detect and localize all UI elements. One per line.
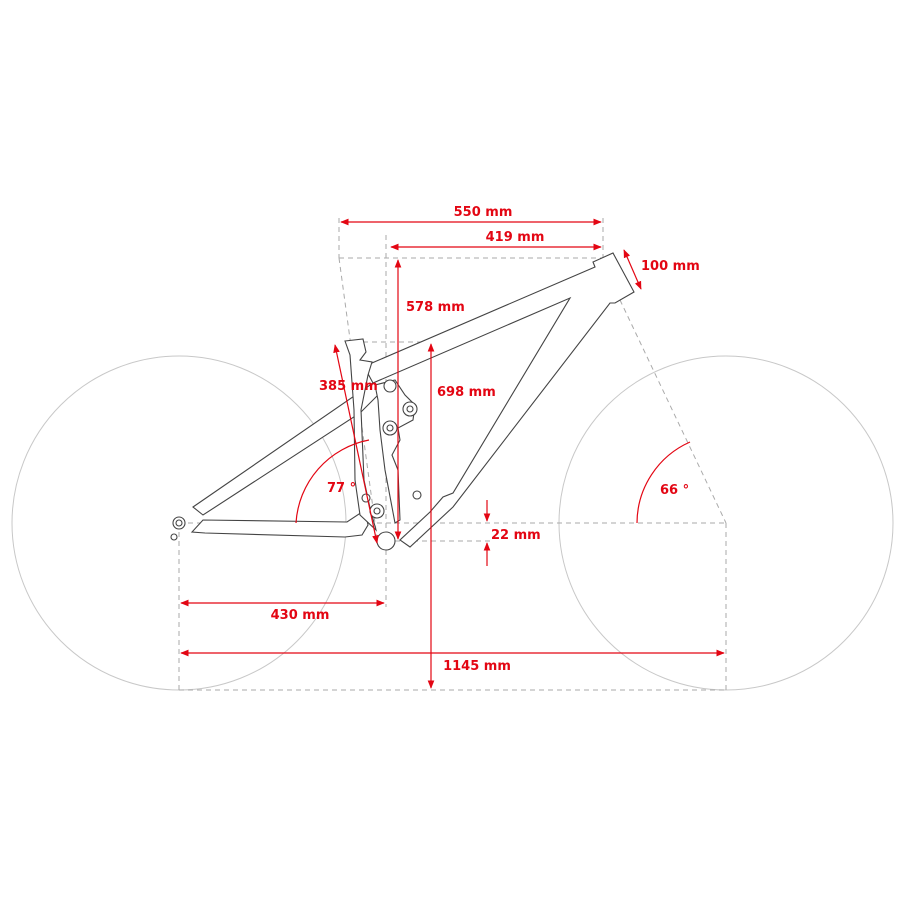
- guide-lines: [178, 218, 727, 691]
- seat-angle-label: 77 °: [327, 481, 356, 496]
- seat-tube-label: 385 mm: [319, 379, 378, 394]
- reach-label: 419 mm: [486, 230, 545, 245]
- bottom-bracket: [376, 531, 396, 551]
- chainstay-label: 430 mm: [271, 608, 330, 623]
- head-tube-label: 100 mm: [641, 259, 700, 274]
- bike-frame: [170, 252, 635, 551]
- head-angle-label: 66 °: [660, 483, 689, 498]
- bb-drop-label: 22 mm: [491, 528, 541, 543]
- top-tube-label: 550 mm: [454, 205, 513, 220]
- stack-label: 578 mm: [406, 300, 465, 315]
- head-tube-dimension: [623, 249, 642, 290]
- wheelbase-label: 1145 mm: [443, 659, 511, 674]
- standover-label: 698 mm: [437, 385, 496, 400]
- head-angle-arc: [636, 441, 691, 524]
- seat-tube-dimension: [333, 344, 379, 544]
